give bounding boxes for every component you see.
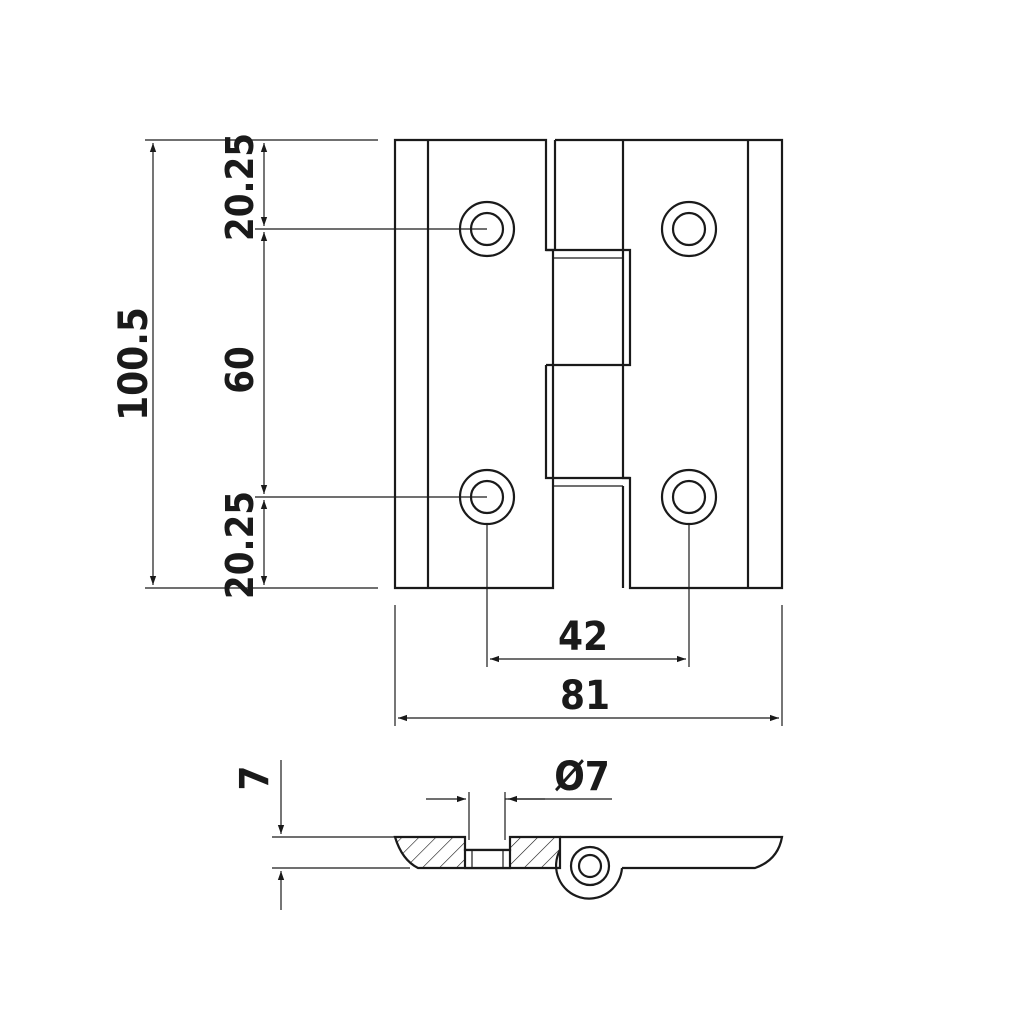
- section-right-leaf: [560, 835, 784, 870]
- total-width-label: 81: [560, 673, 610, 719]
- screw-hole-bottom-right: [660, 468, 718, 526]
- hinge-front-view: [393, 138, 784, 590]
- hole-spacing-horizontal-label: 42: [558, 614, 608, 660]
- section-pin-outer: [569, 845, 611, 887]
- vertical-dimensions: 100.5 20.25 60 20.25: [111, 133, 487, 599]
- hole-spacing-vertical-label: 60: [218, 346, 262, 394]
- section-pin-inner: [577, 853, 603, 879]
- hinge-section-view: 7 Ø7: [232, 754, 784, 910]
- total-height-label: 100.5: [111, 307, 157, 421]
- knuckle-lower: [544, 365, 630, 480]
- section-hole-recess: [463, 848, 512, 870]
- thickness-label: 7: [232, 765, 278, 790]
- knuckle-middle: [546, 248, 632, 367]
- top-offset-label: 20.25: [218, 133, 262, 241]
- screw-hole-top-right: [660, 200, 718, 258]
- bottom-offset-label: 20.25: [218, 491, 262, 599]
- knuckle-inner-line: [553, 257, 624, 360]
- knuckle-lower-inner: [552, 372, 623, 487]
- horizontal-dimensions: 42 81: [394, 525, 783, 726]
- section-knuckle: [555, 849, 624, 900]
- hole-diameter-label: Ø7: [554, 754, 610, 800]
